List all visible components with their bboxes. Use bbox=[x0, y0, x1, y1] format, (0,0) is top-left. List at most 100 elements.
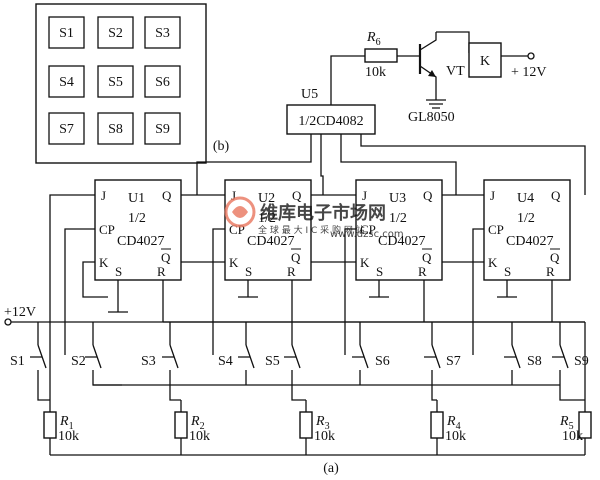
transistor-collector bbox=[419, 32, 437, 51]
keypad-key[interactable] bbox=[144, 112, 181, 145]
relay-supply-terminal bbox=[527, 52, 535, 60]
wire-gate-in-u2 bbox=[320, 134, 324, 195]
gate-u5-box bbox=[286, 104, 376, 135]
wire-gate-in-u3 bbox=[340, 134, 457, 195]
pulldown-resistors: R1 10k R2 10k R3 10k R4 10k R5 10k bbox=[43, 400, 592, 456]
watermark-slogan: 全 球 最 大 I C 采 购 网 站 bbox=[258, 224, 365, 236]
pin-qbar: Q bbox=[291, 250, 301, 265]
pin-k: K bbox=[360, 255, 370, 270]
keypad-key[interactable] bbox=[144, 65, 181, 98]
wire-collector-relay bbox=[436, 31, 470, 53]
flipflop-u1-box bbox=[94, 179, 182, 281]
pin-r: R bbox=[546, 264, 555, 279]
transistor-part: GL8050 bbox=[408, 110, 455, 125]
switch-s1-leads bbox=[37, 322, 50, 401]
switch-s8-label: S8 bbox=[527, 354, 542, 369]
flipflop-u3-box bbox=[355, 179, 443, 281]
switch-s1[interactable] bbox=[30, 344, 47, 369]
switch-s9-leads bbox=[559, 322, 585, 401]
keypad-key[interactable] bbox=[144, 16, 181, 49]
switch-s2-label: S2 bbox=[71, 354, 86, 369]
resistor-r2 bbox=[174, 411, 188, 439]
wire-u1-k bbox=[82, 261, 108, 298]
pin-qbar: Q bbox=[161, 250, 171, 265]
keypad-panel: S1 S2 S3 S4 S5 S6 S7 S8 S9 bbox=[35, 3, 207, 164]
wire-gate-in-u4 bbox=[360, 134, 586, 195]
flipflop-u2: J Q U2 1/2 CP CD4027 Q K S R bbox=[224, 179, 312, 281]
switch-bank: +12V S1 S2 S3 S4 S5 S6 S7 S8 S9 bbox=[4, 305, 589, 408]
pin-j: J bbox=[490, 188, 495, 203]
caption-a: (a) bbox=[323, 461, 339, 476]
flipflop-fraction: 1/2 bbox=[258, 211, 276, 226]
switch-s2[interactable] bbox=[85, 344, 102, 369]
relay-k bbox=[468, 42, 502, 78]
pin-q: Q bbox=[162, 188, 172, 203]
ground-u1-s bbox=[108, 280, 128, 313]
pin-j: J bbox=[101, 188, 106, 203]
switch-s3[interactable] bbox=[162, 344, 179, 369]
keypad-key[interactable] bbox=[48, 65, 85, 98]
keypad-key-label: S9 bbox=[155, 122, 170, 137]
ground-symbol bbox=[426, 99, 446, 109]
keypad-key[interactable] bbox=[48, 112, 85, 145]
wire-u2-cp bbox=[212, 228, 225, 355]
caption-b: (b) bbox=[213, 139, 230, 154]
switch-s8[interactable] bbox=[504, 344, 521, 369]
watermark-logo-mark bbox=[232, 206, 248, 218]
switch-s3-leads bbox=[169, 322, 181, 401]
flipflop-name: U1 bbox=[128, 191, 145, 206]
pin-r: R bbox=[287, 264, 296, 279]
switch-s7[interactable] bbox=[424, 344, 441, 369]
resistor-r2-label: R2 bbox=[190, 414, 205, 432]
flipflop-fraction: 1/2 bbox=[517, 211, 535, 226]
switch-s6[interactable] bbox=[352, 344, 369, 369]
pin-q: Q bbox=[423, 188, 433, 203]
keypad-key[interactable] bbox=[48, 16, 85, 49]
pin-s: S bbox=[115, 264, 122, 279]
flipflop-u3: J Q U3 1/2 CP CD4027 Q K S R bbox=[355, 179, 443, 281]
switch-s5[interactable] bbox=[284, 344, 301, 369]
resistor-r1-label: R1 bbox=[59, 414, 74, 432]
resistor-r3-label: R3 bbox=[315, 414, 330, 432]
switch-s9-label: S9 bbox=[574, 354, 589, 369]
flipflop-part: CD4027 bbox=[247, 234, 294, 249]
keypad-key-label: S2 bbox=[108, 26, 123, 41]
switch-s7-label: S7 bbox=[446, 354, 461, 369]
pin-k: K bbox=[488, 255, 498, 270]
resistor-r4 bbox=[430, 411, 444, 439]
resistor-r4-label: R4 bbox=[446, 414, 461, 432]
wire-u3-cp bbox=[344, 228, 356, 355]
resistor-r6-label: R6 bbox=[366, 30, 381, 48]
wire-u1-cp bbox=[64, 228, 95, 355]
pin-cp: CP bbox=[99, 222, 115, 237]
ground-u2-s bbox=[238, 280, 258, 298]
pin-k: K bbox=[229, 255, 239, 270]
keypad-key[interactable] bbox=[97, 112, 134, 145]
relay-k-label: K bbox=[480, 54, 490, 69]
keypad-key[interactable] bbox=[97, 65, 134, 98]
keypad-key[interactable] bbox=[97, 16, 134, 49]
keypad-key-label: S3 bbox=[155, 26, 170, 41]
resistor-r5-label: R5 bbox=[559, 414, 574, 432]
flipflop-part: CD4027 bbox=[117, 234, 164, 249]
ground-u4-s bbox=[497, 280, 517, 298]
pin-r: R bbox=[418, 264, 427, 279]
switch-s3-label: S3 bbox=[141, 354, 156, 369]
resistor-r3-value: 10k bbox=[314, 429, 335, 444]
resistor-r4-value: 10k bbox=[445, 429, 466, 444]
resistor-r5 bbox=[578, 411, 592, 439]
switch-s5-label: S5 bbox=[265, 354, 280, 369]
keypad-key-label: S5 bbox=[108, 75, 123, 90]
relay-supply-label: + 12V bbox=[511, 65, 547, 80]
wire-u5-out bbox=[330, 55, 365, 105]
resistor-r6-value: 10k bbox=[365, 65, 386, 80]
switch-s2-leads bbox=[92, 322, 122, 386]
flipflop-part: CD4027 bbox=[378, 234, 425, 249]
resistor-r1-value: 10k bbox=[58, 429, 79, 444]
switch-s9[interactable] bbox=[552, 344, 569, 369]
pin-cp: CP bbox=[360, 222, 376, 237]
flipflop-fraction: 1/2 bbox=[389, 211, 407, 226]
resistor-r5-value: 10k bbox=[562, 429, 583, 444]
switch-s4[interactable] bbox=[238, 344, 255, 369]
